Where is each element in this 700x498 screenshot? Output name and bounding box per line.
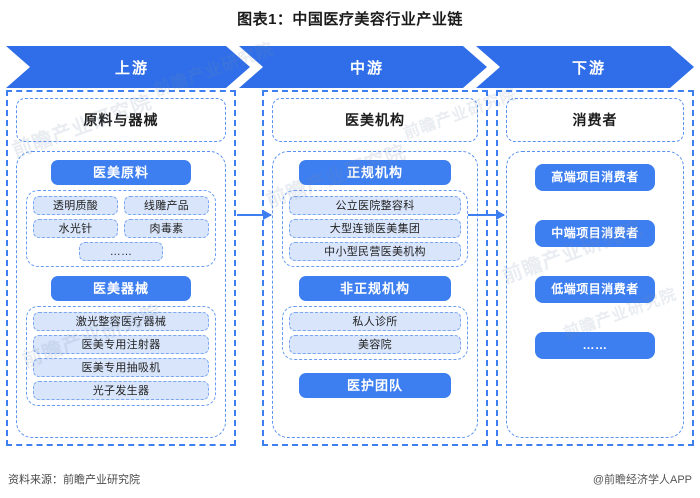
chip-item: 私人诊所	[289, 312, 461, 331]
chip-item: 公立医院整容科	[289, 196, 461, 215]
chip-item: 医美专用注射器	[33, 335, 209, 354]
chip-item: 中小型民营医美机构	[289, 242, 461, 261]
brand-label: @前瞻经济学人APP	[592, 474, 692, 486]
chip-item-more: ……	[78, 242, 164, 261]
group-header-raw-materials: 医美原料	[51, 160, 191, 185]
page-title: 图表1：中国医疗美容行业产业链	[237, 11, 463, 28]
chip-grid-raw-materials: 透明质酸 线雕产品 水光针 肉毒素 ……	[33, 196, 209, 261]
value-chain-columns: 原料与器械 医美原料 透明质酸 线雕产品 水光针 肉毒素 …… 医美器械 激光整…	[6, 90, 694, 446]
column-downstream: 消费者 高端项目消费者 中端项目消费者 低端项目消费者 ……	[496, 90, 694, 446]
chip-item: 激光整容医疗器械	[33, 312, 209, 331]
stage-label-downstream: 下游	[571, 59, 606, 77]
column-midstream: 医美机构 正规机构 公立医院整容科 大型连锁医美集团 中小型民营医美机构 非正规…	[262, 90, 488, 446]
column-upstream: 原料与器械 医美原料 透明质酸 线雕产品 水光针 肉毒素 …… 医美器械 激光整…	[6, 90, 236, 446]
consumer-card-mid-end: 中端项目消费者	[535, 220, 655, 247]
column-head-downstream: 消费者	[506, 98, 684, 142]
group-formal-institutions: 公立医院整容科 大型连锁医美集团 中小型民营医美机构	[282, 190, 468, 267]
stage-label-upstream: 上游	[114, 59, 149, 77]
chip-item: 医美专用抽吸机	[33, 358, 209, 377]
group-header-formal-institutions: 正规机构	[299, 160, 451, 185]
chip-item: 水光针	[33, 219, 118, 238]
column-head-midstream: 医美机构	[272, 98, 478, 142]
group-raw-materials: 透明质酸 线雕产品 水光针 肉毒素 ……	[26, 190, 216, 267]
chip-item: 线雕产品	[124, 196, 209, 215]
consumer-card-low-end: 低端项目消费者	[535, 276, 655, 303]
stage-banner-row: 上游 中游 下游	[6, 46, 694, 88]
group-header-medical-team: 医护团队	[299, 373, 451, 398]
column-body-midstream: 正规机构 公立医院整容科 大型连锁医美集团 中小型民营医美机构 非正规机构 私人…	[272, 151, 478, 438]
source-label: 资料来源：前瞻产业研究院	[8, 474, 140, 486]
column-body-upstream: 医美原料 透明质酸 线雕产品 水光针 肉毒素 …… 医美器械 激光整容医疗器械 …	[16, 151, 226, 438]
consumer-card-more: ……	[535, 332, 655, 359]
group-informal-institutions: 私人诊所 美容院	[282, 306, 468, 360]
group-header-devices: 医美器械	[51, 276, 191, 301]
column-head-upstream: 原料与器械	[16, 98, 226, 142]
chip-item: 光子发生器	[33, 381, 209, 400]
footer: 资料来源：前瞻产业研究院 @前瞻经济学人APP	[0, 470, 700, 488]
chip-item: 肉毒素	[124, 219, 209, 238]
column-body-downstream: 高端项目消费者 中端项目消费者 低端项目消费者 ……	[506, 151, 684, 438]
arrow-upstream-to-midstream-icon	[237, 210, 272, 220]
stage-label-midstream: 中游	[349, 59, 384, 77]
stage-banner-downstream: 下游	[476, 46, 694, 88]
consumer-card-high-end: 高端项目消费者	[535, 164, 655, 191]
group-devices: 激光整容医疗器械 医美专用注射器 医美专用抽吸机 光子发生器	[26, 306, 216, 406]
group-header-informal-institutions: 非正规机构	[299, 276, 451, 301]
chip-item: 大型连锁医美集团	[289, 219, 461, 238]
stage-banner-midstream: 中游	[239, 46, 487, 88]
chip-item: 美容院	[289, 335, 461, 354]
chip-item: 透明质酸	[33, 196, 118, 215]
stage-banner-upstream: 上游	[6, 46, 250, 88]
arrow-midstream-to-downstream-icon	[468, 210, 505, 220]
